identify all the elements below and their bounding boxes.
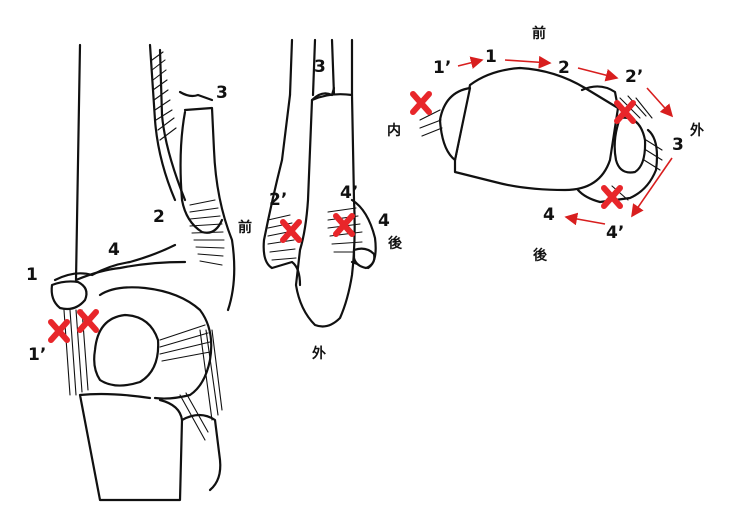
fibula-outline — [148, 43, 236, 312]
arrow-2-2p — [577, 67, 619, 82]
tibia-outline — [74, 43, 187, 282]
label-4-prime: 4’ — [606, 223, 624, 243]
label-1-prime: 1’ — [433, 58, 451, 78]
deltoid-ligament — [63, 309, 89, 396]
dir-front: 前 — [532, 25, 546, 42]
talus-axial — [453, 66, 620, 192]
dir-back: 後 — [533, 247, 548, 264]
arrow-2p-3 — [646, 87, 674, 118]
arrow-1p-1 — [457, 56, 484, 69]
label-2: 2 — [558, 58, 570, 78]
arrow-4p-4 — [564, 212, 606, 226]
injury-mark-left-1 — [48, 319, 70, 343]
lateral-malleolus-axial — [613, 116, 647, 174]
talus-outline — [98, 286, 213, 400]
dir-front: 前 — [238, 219, 252, 236]
arrow-1-2 — [504, 55, 552, 69]
arrow-3-4p — [631, 157, 673, 218]
injury-mark-right-2p — [614, 100, 636, 124]
injury-mark-right-4p — [601, 185, 623, 209]
middle-small-fragment — [352, 247, 376, 270]
fibula-body-middle — [294, 93, 356, 328]
injury-mark-middle-2p — [280, 219, 302, 243]
dir-inner: 内 — [387, 122, 401, 139]
calcaneus-outline — [78, 392, 184, 502]
fibula-hatching — [151, 51, 177, 141]
label-4: 4 — [108, 240, 120, 260]
calcaneus-right — [180, 413, 222, 492]
label-3: 3 — [314, 57, 326, 77]
label-2-prime: 2’ — [625, 67, 643, 87]
dir-back: 後 — [388, 235, 403, 252]
lateral-ankle-view: 1 1’ 2 3 4 — [26, 43, 236, 502]
injury-mark-right-1p — [410, 91, 432, 115]
label-3: 3 — [216, 83, 228, 103]
syndesmosis-ligament — [189, 199, 225, 266]
medial-malleolus-fragment — [50, 280, 88, 311]
tibia-articular-surface — [53, 243, 177, 282]
label-1: 1 — [26, 265, 38, 285]
label-3: 3 — [672, 135, 684, 155]
medial-malleolus-axial — [438, 86, 472, 162]
lateral-ligaments — [159, 324, 223, 441]
injury-mark-middle-4p — [333, 213, 355, 237]
medial-ligament-axial — [419, 109, 443, 137]
injury-mark-left-2 — [77, 309, 99, 333]
label-1-prime: 1’ — [28, 345, 46, 365]
dir-outer: 外 — [690, 122, 704, 139]
label-2-prime: 2’ — [269, 190, 287, 210]
talus-head — [93, 313, 160, 387]
dir-outer: 外 — [312, 345, 326, 362]
fracture-line-middle — [310, 86, 336, 102]
fibula-fracture-line — [178, 90, 214, 102]
tibia-shaft-middle — [288, 38, 354, 97]
label-4-prime: 4’ — [340, 183, 358, 203]
label-4: 4 — [543, 205, 555, 225]
label-2: 2 — [153, 207, 165, 227]
label-1: 1 — [485, 47, 497, 67]
axial-ring-view: 前 後 外 内 1’ 1 2 2’ 3 4’ 4 — [387, 25, 704, 264]
fibula-view: 3 2’ 4’ 4 前 後 外 — [238, 38, 403, 362]
fibula-inner — [179, 110, 224, 234]
label-4: 4 — [378, 211, 390, 231]
